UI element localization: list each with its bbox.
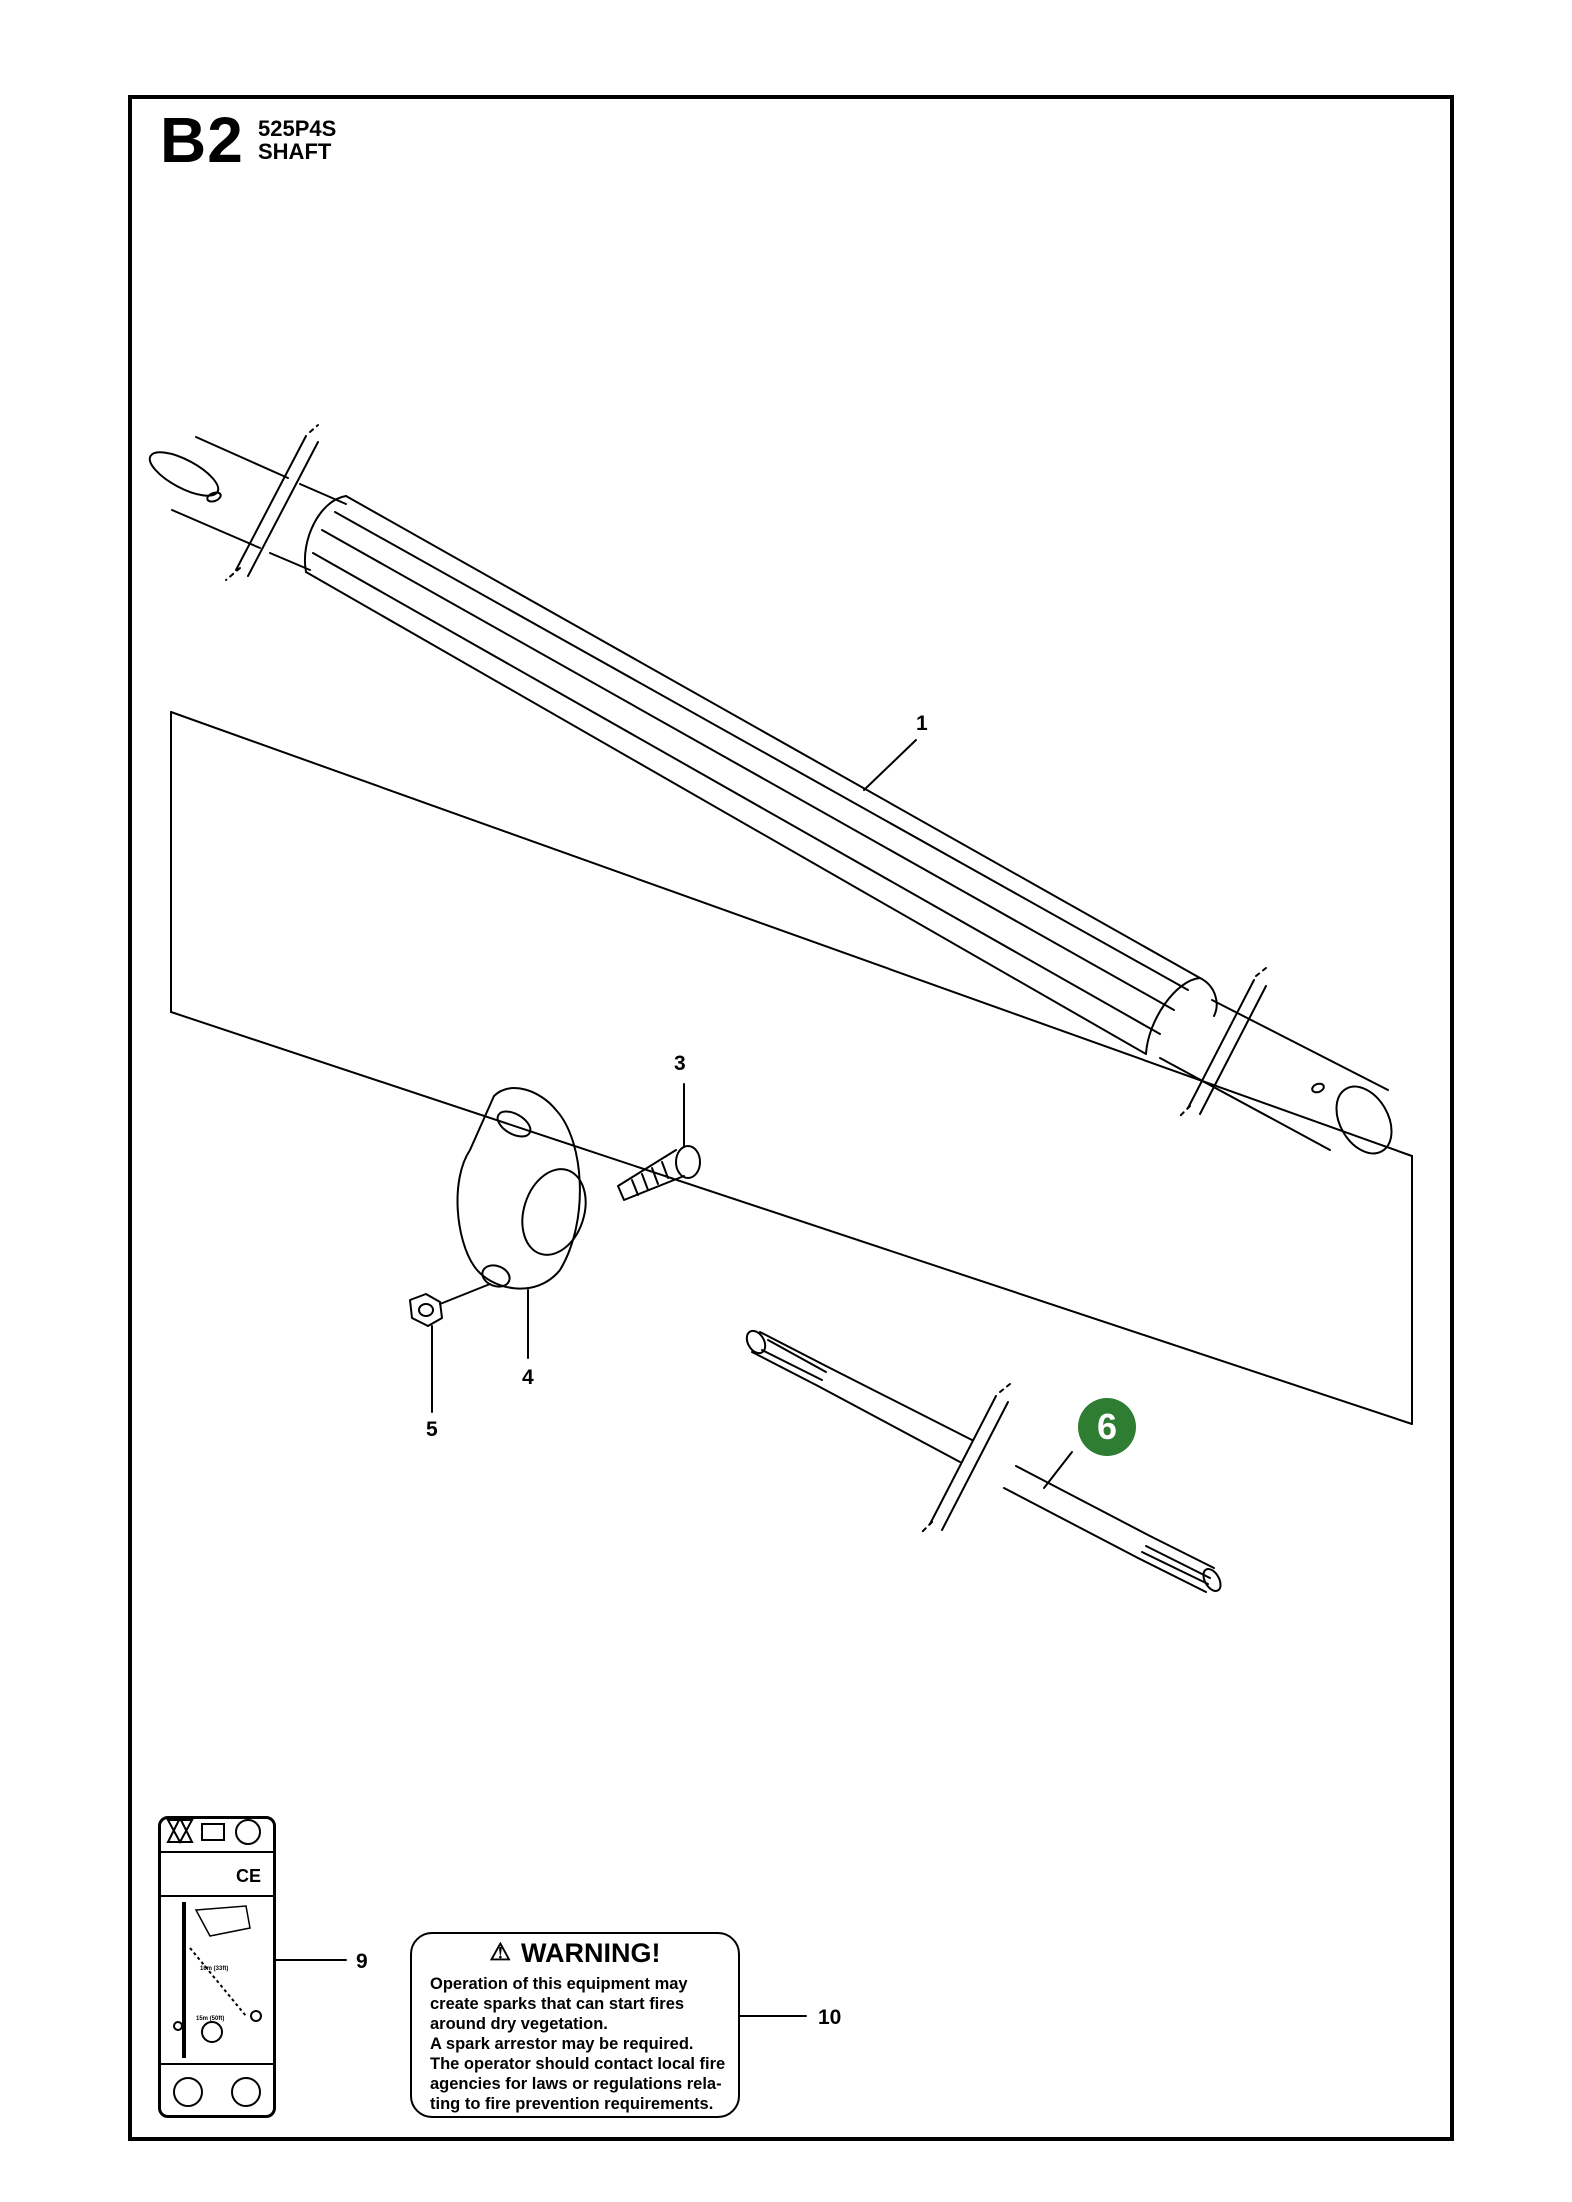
assembly-box (170, 711, 1413, 1425)
warning-triangle-icon: ⚠ (489, 1939, 512, 1966)
safety-decal (158, 1816, 276, 2118)
decal-distance-2: 15m (50ft) (196, 2016, 224, 2022)
warning-line-5: The operator should contact local fire (430, 2055, 726, 2073)
warning-line-4: A spark arrestor may be required. (430, 2035, 694, 2053)
page-frame (128, 95, 1454, 2141)
warning-title: WARNING! (521, 1938, 661, 1968)
warning-line-2: create sparks that can start fires (430, 1995, 685, 2013)
nut-part (409, 1283, 491, 1413)
warning-title-row: ⚠ WARNING! (412, 1940, 738, 1967)
section-code: B2 (160, 104, 244, 176)
bolt-part (617, 1083, 701, 1201)
callout-5: 5 (426, 1418, 438, 1441)
callout-9: 9 (356, 1950, 368, 1973)
callout-10: 10 (818, 2006, 841, 2029)
section-title: SHAFT (258, 139, 332, 164)
callout-1: 1 (916, 712, 928, 735)
callout-4: 4 (522, 1366, 534, 1389)
gloves-icon (173, 2077, 203, 2107)
warning-triangle-icon-2 (166, 1815, 194, 1843)
no-entry-icon (201, 2021, 223, 2043)
operator-icon (250, 2010, 262, 2022)
model-name: 525P4S (258, 116, 337, 141)
drive-shaft-part (745, 1329, 1222, 1593)
highlight-badge-6: 6 (1078, 1398, 1136, 1456)
boots-icon (231, 2077, 261, 2107)
decal-distance-1: 10m (33ft) (200, 1966, 228, 1972)
warning-line-7: ting to fire prevention requirements. (430, 2095, 714, 2113)
ce-mark-icon: CE (236, 1866, 261, 1886)
shaft-tube-part (148, 424, 1393, 1155)
manual-book-icon (201, 1823, 225, 1841)
warning-label: ⚠ WARNING! Operation of this equipment ma… (410, 1932, 740, 2118)
decal-drawing (160, 1815, 274, 2107)
helmet-icon (235, 1819, 261, 1845)
warning-line-6: agencies for laws or regulations rela- (430, 2075, 722, 2093)
warning-line-1: Operation of this equipment may (430, 1975, 688, 1993)
clamp-part (456, 1087, 587, 1359)
callout-3: 3 (674, 1052, 686, 1075)
person-icon (173, 2021, 183, 2031)
warning-line-3: around dry vegetation. (430, 2015, 608, 2033)
